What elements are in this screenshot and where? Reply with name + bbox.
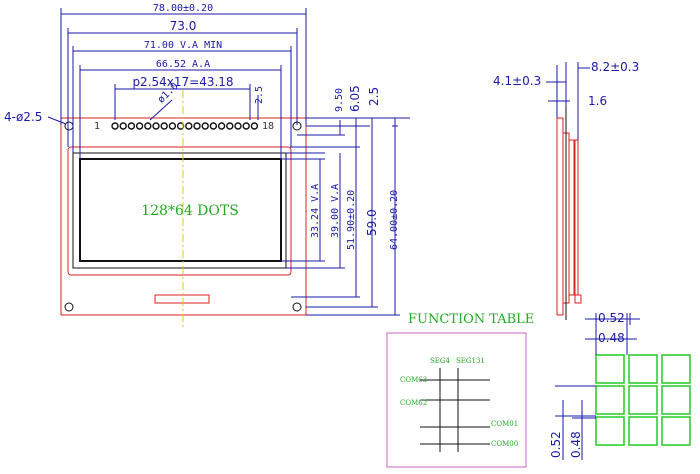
- pin-pad: [127, 122, 136, 130]
- dim-64-00: 64.00±0.20: [389, 190, 400, 250]
- pin-pad: [226, 122, 234, 130]
- pin-first-label: 1: [94, 121, 100, 132]
- com01-label: COM01: [491, 420, 518, 428]
- dim-pitch-w: 0.52: [598, 311, 625, 325]
- pin-pad: [209, 122, 218, 130]
- dim-aa: 66.52 A.A: [156, 59, 210, 70]
- dim-dot-w: 0.48: [598, 331, 625, 345]
- seg-end-label: SEG131: [456, 357, 485, 365]
- dot-cell: [661, 354, 691, 384]
- dim-33-24: 33.24 V.A: [310, 184, 321, 238]
- pin-row: [111, 122, 259, 130]
- horizontal-dimensions: [60, 8, 307, 159]
- dim-thickness: 4.1±0.3: [493, 74, 541, 88]
- dim-overall-width: 78.00±0.20: [153, 3, 213, 14]
- dim-va-min: 71.00 V.A MIN: [144, 40, 222, 51]
- dot-cell: [595, 416, 625, 446]
- mount-hole-tl: [64, 121, 74, 131]
- mount-hole-bl: [64, 302, 74, 312]
- bottom-tab: [154, 294, 210, 304]
- dim-pin-offset: 2.5: [254, 86, 265, 104]
- pin-pad: [185, 122, 193, 130]
- dim-6-05: 6.05: [348, 85, 362, 112]
- front-view: 78.00±0.20 73.0 71.00 V.A MIN 66.52 A.A …: [4, 3, 307, 330]
- com00-label: COM00: [491, 440, 518, 448]
- com63-label: COM63: [400, 376, 427, 384]
- side-view: [546, 62, 590, 320]
- vertical-dimensions: [281, 117, 410, 316]
- pin-pad: [242, 122, 250, 130]
- dim-8-2: 8.2±0.3: [591, 60, 639, 74]
- pin-pad: [234, 122, 242, 130]
- pin-pad: [111, 122, 119, 130]
- dot-cell: [628, 354, 658, 384]
- pin-pad: [168, 122, 177, 130]
- pin-last-label: 18: [262, 121, 274, 132]
- dim-39-00: 39.00 V.A: [330, 184, 341, 238]
- dot-cell: [595, 354, 625, 384]
- dim-1-6: 1.6: [588, 94, 607, 108]
- dim-pcb-width: 73.0: [170, 19, 197, 33]
- com62-label: COM62: [400, 399, 427, 407]
- dim-59-0: 59.0: [365, 209, 379, 236]
- mount-hole-br: [292, 302, 302, 312]
- dim-pitch-h: 0.52: [549, 431, 563, 458]
- active-area: [79, 158, 282, 262]
- dim-dot-h: 0.48: [569, 431, 583, 458]
- pin-pad: [152, 122, 160, 130]
- dot-cell: [628, 385, 658, 415]
- pin-pad: [193, 122, 201, 130]
- dot-cell: [661, 385, 691, 415]
- bezel-outer: [67, 146, 292, 276]
- pin-pad: [144, 122, 152, 130]
- pin-pad: [217, 122, 226, 130]
- function-table-title: FUNCTION TABLE: [408, 312, 534, 327]
- dot-detail-grid: [595, 354, 691, 446]
- dim-51-90: 51.90±0.20: [346, 190, 357, 250]
- dot-cell: [628, 416, 658, 446]
- pin-pad: [201, 122, 209, 130]
- view-area: [72, 152, 287, 269]
- dim-2-5-right: 2.5: [367, 87, 381, 106]
- pin-pad: [176, 122, 185, 130]
- dim-9-50: 9.50: [334, 88, 345, 112]
- function-table: [386, 332, 527, 468]
- pin-pad: [119, 122, 127, 130]
- dot-cell: [595, 385, 625, 415]
- display-label: 128*64 DOTS: [141, 203, 239, 219]
- dim-mount-holes: 4-ø2.5: [4, 110, 42, 124]
- pin-pad: [250, 122, 259, 130]
- dot-cell: [661, 416, 691, 446]
- dim-pitch: p2.54x17=43.18: [132, 75, 233, 89]
- dot-dimensions: [555, 313, 640, 460]
- seg-start-label: SEG4: [430, 357, 450, 365]
- pin-pad: [160, 122, 168, 130]
- pin-pad: [135, 122, 144, 130]
